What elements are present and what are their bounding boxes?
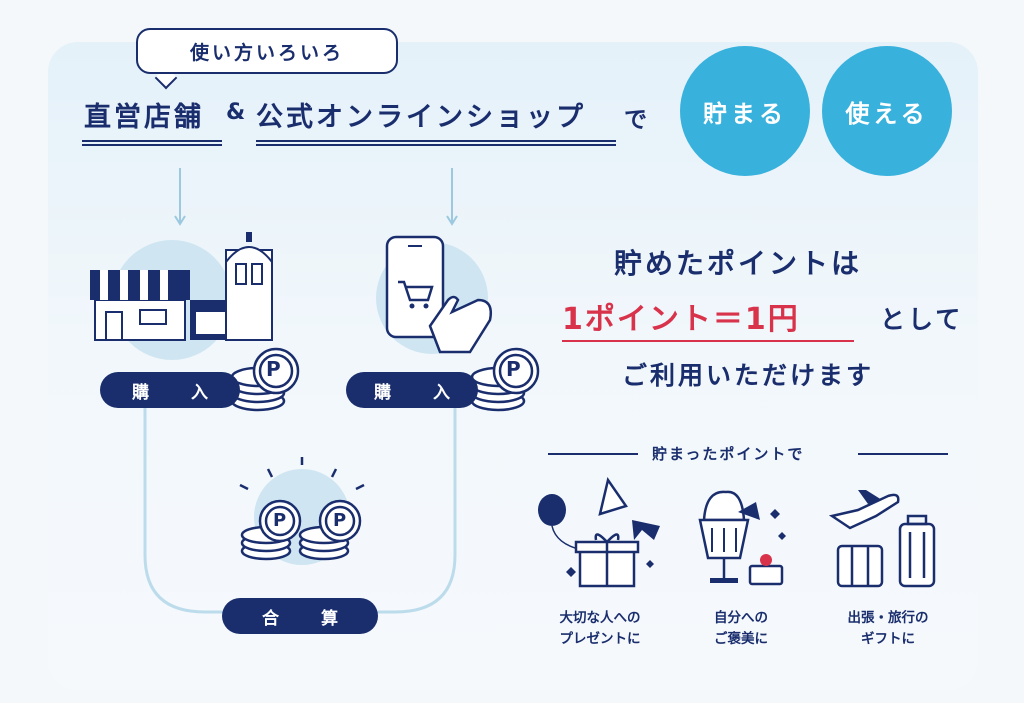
uses-heading: 貯まったポイントで — [652, 445, 805, 463]
uses-rule-right — [858, 453, 948, 455]
headline-underline-1 — [82, 140, 222, 146]
store-purchase-pill: 購 入 — [100, 372, 240, 408]
use-caption-reward: 自分への ご褒美に — [714, 610, 768, 647]
down-arrow-right — [446, 168, 458, 226]
points-rate-highlight: 1ポイント＝1円 — [562, 302, 800, 337]
headline-suffix: で — [624, 107, 650, 133]
use-caption-travel: 出張・旅行の ギフトに — [847, 610, 929, 647]
connector-right — [375, 405, 457, 614]
total-pill: 合 算 — [222, 598, 378, 634]
rate-underline — [562, 340, 854, 342]
smartphone-icon — [376, 235, 492, 354]
headline-online: 公式オンラインショップ — [256, 102, 586, 133]
coin-p-label-4: P — [333, 510, 347, 531]
coin-p-label-2: P — [506, 357, 521, 381]
points-line-1: 貯めたポイントは — [614, 247, 863, 280]
down-arrow-left — [174, 168, 186, 226]
usage-tag-bubble: 使い方いろいろ — [136, 28, 398, 74]
gift-icon — [538, 476, 660, 588]
connector-left — [143, 405, 235, 614]
coin-p-label-3: P — [273, 510, 287, 531]
store-icon — [90, 232, 273, 360]
points-line-3: ご利用いただけます — [622, 361, 875, 390]
coin-stack-icon — [470, 347, 540, 412]
use-badge: 使える — [822, 46, 952, 176]
headline-store: 直営店舗 — [84, 102, 204, 133]
coin-p-label-1: P — [266, 357, 281, 381]
headline-underline-2 — [256, 140, 616, 146]
combined-coins-icon — [239, 457, 365, 565]
use-caption-gift: 大切な人への プレゼントに — [559, 610, 641, 647]
uses-rule-left — [548, 453, 638, 455]
parfait-icon — [698, 490, 786, 586]
headline-ampersand: & — [226, 100, 249, 125]
earn-badge: 貯まる — [680, 46, 810, 176]
points-line-2-suffix: として — [880, 305, 964, 334]
online-purchase-pill: 購 入 — [346, 372, 478, 408]
travel-icon — [828, 490, 936, 588]
